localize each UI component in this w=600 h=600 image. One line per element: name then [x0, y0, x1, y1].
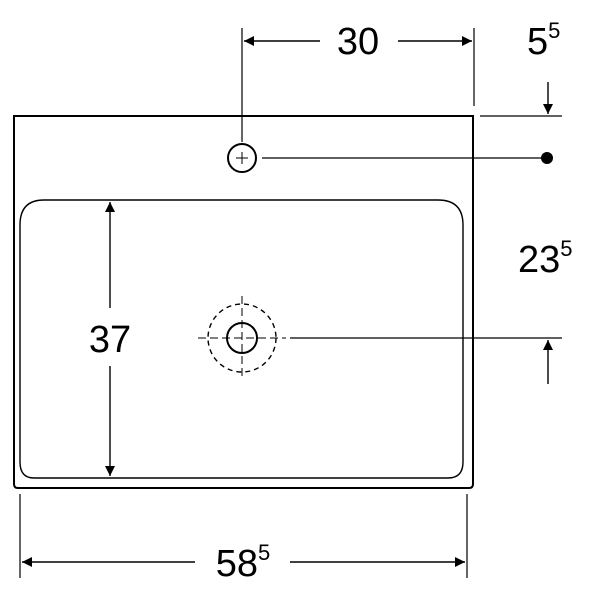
svg-text:55: 55 — [527, 18, 560, 63]
dim-rim-to-tap-label: 5 — [527, 21, 548, 63]
svg-text:585: 585 — [216, 540, 271, 585]
dim-overall-width-label: 58 — [216, 543, 258, 585]
extension-lines — [19, 28, 562, 578]
tap-hole — [227, 143, 257, 173]
dim-overall-width: 585 — [22, 540, 465, 585]
dim-tap-offset-label: 30 — [337, 21, 379, 63]
svg-text:37: 37 — [89, 319, 131, 361]
dim-bowl-depth-label: 37 — [89, 319, 131, 361]
dim-drain-offset-label: 23 — [518, 239, 560, 281]
dim-drain-offset: 235 — [518, 236, 573, 384]
dim-rim-to-tap: 55 — [527, 18, 560, 114]
inner-bowl — [19, 199, 464, 479]
dim-drain-offset-sup: 5 — [560, 236, 572, 261]
dim-overall-width-sup: 5 — [258, 540, 270, 565]
svg-text:235: 235 — [518, 236, 573, 281]
svg-text:30: 30 — [337, 21, 379, 63]
dim-bowl-depth: 37 — [89, 202, 131, 476]
dim-tap-offset: 30 — [244, 21, 472, 63]
dim-rim-to-tap-sup: 5 — [548, 18, 560, 43]
drain — [198, 296, 286, 380]
basin-outline — [13, 115, 474, 489]
